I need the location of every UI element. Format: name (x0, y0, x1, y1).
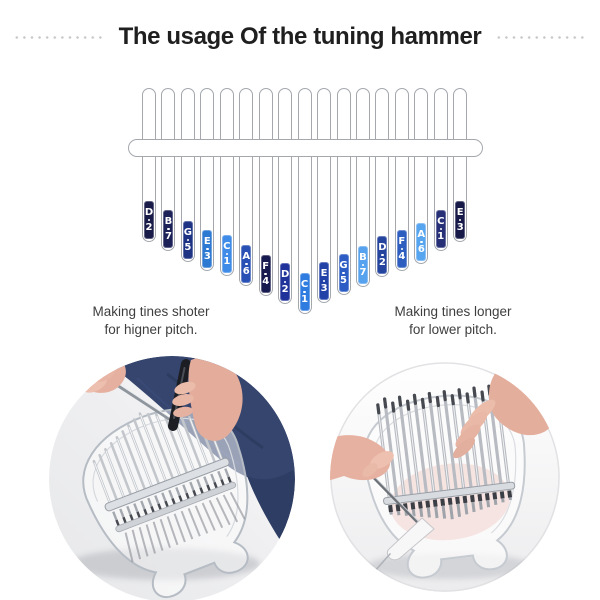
right-hand (172, 356, 243, 441)
kalimba-illustration (363, 384, 526, 579)
bridge-saddle (383, 481, 516, 506)
page-title: The usage Of the tuning hammer (118, 23, 482, 50)
photo-tuning-kalimba-upright (330, 362, 560, 592)
caption-shorter-pitch: Making tines shoter for higner pitch. (92, 303, 209, 338)
left-hand (330, 435, 394, 482)
tine-ends (389, 497, 512, 520)
hex-nuts-row (388, 490, 513, 513)
header: The usage Of the tuning hammer (0, 12, 600, 62)
photo-tuning-kalimba-tilted (49, 356, 295, 600)
tine-tails (124, 491, 246, 563)
hammer-white-handle (386, 517, 435, 561)
bridge-bar (128, 139, 483, 157)
dotted-line-left (12, 35, 105, 39)
caption-line: for lower pitch. (409, 321, 497, 337)
right-photo-illustration (330, 362, 560, 592)
tuning-hammer-icon (366, 470, 435, 573)
left-photo-illustration (49, 356, 295, 600)
caption-longer-pitch: Making tines longer for lower pitch. (394, 303, 511, 338)
caption-line: for higner pitch. (104, 321, 198, 337)
caption-line: Making tines shoter (92, 304, 210, 319)
dotted-line-right (495, 35, 588, 39)
tines-below-bridge (112, 468, 232, 527)
kalimba-illustration (82, 407, 249, 598)
bridge-saddle (104, 457, 230, 512)
caption-line: Making tines longer (394, 304, 512, 319)
